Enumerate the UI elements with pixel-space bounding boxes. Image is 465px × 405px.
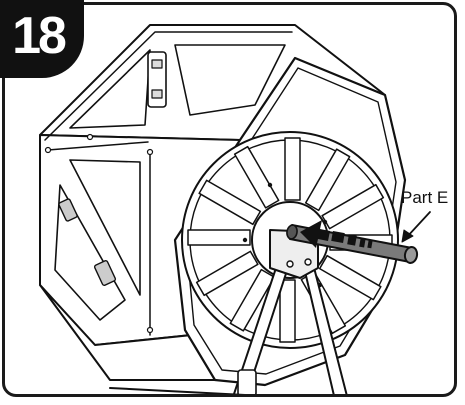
- drum-edge-band: [39, 31, 293, 336]
- part-e-label: Part E: [401, 188, 449, 207]
- front-vent-panel: [69, 159, 141, 296]
- pointer-arrow-icon: [401, 211, 431, 243]
- step-number-badge: 18: [0, 0, 84, 78]
- stand: [109, 229, 349, 394]
- step-number: 18: [12, 7, 67, 65]
- insert-arrow-icon: [300, 220, 373, 249]
- wheel-spokes: [187, 137, 393, 343]
- top-vent-panel-right: [174, 44, 286, 116]
- door-latch: [58, 198, 78, 222]
